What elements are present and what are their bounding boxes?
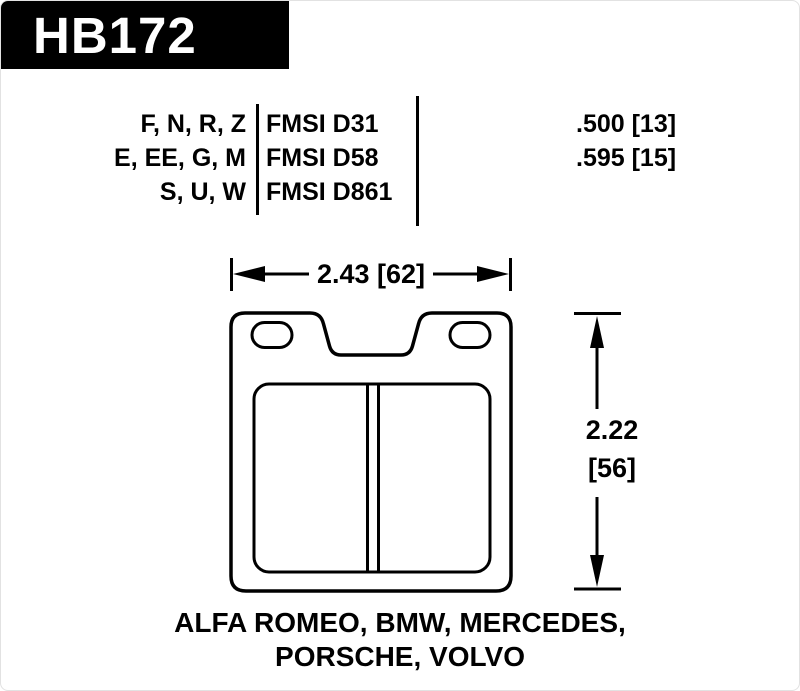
- thickness-row: .500 [13]: [576, 110, 677, 138]
- height-dimension-label-in: 2.22: [586, 415, 639, 445]
- compound-row: S, U, W: [159, 178, 246, 206]
- height-arrowhead-top: [590, 316, 604, 348]
- fmsi-row: FMSI D861: [266, 178, 393, 206]
- friction-surface-outline: [252, 382, 492, 574]
- width-dimension: 2.43 [62]: [230, 258, 512, 291]
- part-number-banner: HB172: [1, 1, 289, 69]
- compound-row: F, N, R, Z: [140, 110, 246, 138]
- thickness-column: .500 [13] .595 [15]: [576, 107, 676, 175]
- applications-line1: ALFA ROMEO, BMW, MERCEDES,: [174, 607, 626, 638]
- column-divider-1: [256, 104, 259, 215]
- width-arrowhead-right: [477, 266, 509, 282]
- pad-outline: [229, 311, 513, 593]
- applications-line2: PORSCHE, VOLVO: [275, 641, 525, 672]
- width-dimension-label: 2.43 [62]: [317, 259, 425, 289]
- brake-pad-drawing: [229, 311, 513, 593]
- height-arrowhead-bottom: [590, 555, 604, 587]
- pad-mount-hole-right: [448, 321, 492, 349]
- height-dimension-label-mm: [56]: [588, 453, 636, 483]
- part-number: HB172: [33, 6, 197, 64]
- height-dimension: 2.22 [56]: [574, 312, 639, 591]
- fmsi-row: FMSI D58: [266, 144, 379, 172]
- fmsi-column: FMSI D31 FMSI D58 FMSI D861: [266, 107, 392, 209]
- fmsi-row: FMSI D31: [266, 110, 379, 138]
- compound-codes-column: F, N, R, Z E, EE, G, M S, U, W: [41, 107, 246, 209]
- column-divider-2: [416, 96, 419, 226]
- compound-row: E, EE, G, M: [114, 144, 246, 172]
- pad-mount-hole-left: [250, 321, 294, 349]
- thickness-row: .595 [15]: [576, 144, 677, 172]
